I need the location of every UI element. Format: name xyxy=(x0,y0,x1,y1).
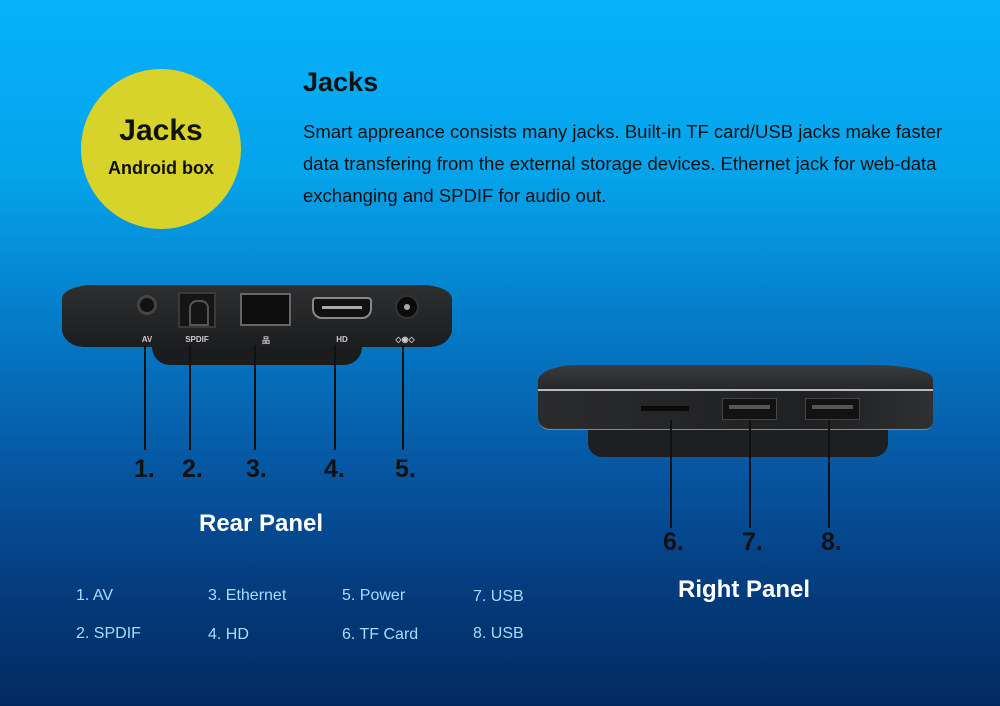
description: Smart appreance consists many jacks. Bui… xyxy=(303,121,943,206)
av-port-icon xyxy=(137,295,157,315)
callout-number-1: 1. xyxy=(134,455,155,483)
hdmi-port-icon xyxy=(312,297,372,319)
ethernet-port-icon xyxy=(240,293,291,326)
callout-number-8: 8. xyxy=(821,528,842,556)
legend-item: 3. Ethernet xyxy=(208,587,287,604)
badge-title: Jacks xyxy=(119,113,203,147)
callout-line-2 xyxy=(189,345,191,450)
right-panel-device xyxy=(538,365,933,475)
legend-item: 5. Power xyxy=(342,587,406,604)
usb-port-icon xyxy=(805,398,860,420)
callout-line-3 xyxy=(254,345,256,450)
legend-item: 1. AV xyxy=(76,587,114,604)
callout-number-7: 7. xyxy=(742,528,763,556)
badge-subtitle: Android box xyxy=(108,157,214,178)
legend-item: 2. SPDIF xyxy=(76,625,141,642)
callout-number-6: 6. xyxy=(663,528,684,556)
rear-panel-device: AV SPDIF 品 HD ◇◉◇ xyxy=(62,285,452,367)
rear-panel-title: Rear Panel xyxy=(199,510,324,537)
callout-line-5 xyxy=(402,345,404,450)
legend-item: 7. USB xyxy=(473,588,524,605)
callout-line-7 xyxy=(749,420,751,528)
callout-number-3: 3. xyxy=(246,455,267,483)
power-symbol-icon: ◇◉◇ xyxy=(395,335,415,344)
device-foot xyxy=(152,345,362,365)
network-icon: 品 xyxy=(262,336,270,345)
power-port-icon xyxy=(395,295,419,319)
callout-line-8 xyxy=(828,420,830,528)
callout-number-2: 2. xyxy=(182,455,203,483)
device-top xyxy=(538,365,933,391)
legend-item: 4. HD xyxy=(208,626,249,643)
spdif-port-icon xyxy=(178,292,216,328)
device-base xyxy=(588,429,888,457)
port-label-spdif: SPDIF xyxy=(185,335,209,344)
legend-item: 6. TF Card xyxy=(342,626,419,643)
port-label-av: AV xyxy=(141,335,153,344)
jacks-badge: Jacks Android box xyxy=(81,69,241,229)
device-body: AV SPDIF 品 HD ◇◉◇ xyxy=(62,285,452,347)
usb-port-icon xyxy=(722,398,777,420)
page-title: Jacks xyxy=(303,67,379,97)
callout-line-4 xyxy=(334,345,336,450)
port-label-hd: HD xyxy=(336,335,348,344)
right-panel-title: Right Panel xyxy=(678,576,811,603)
callout-number-5: 5. xyxy=(395,455,416,483)
callout-line-6 xyxy=(670,420,672,528)
tf-card-slot-icon xyxy=(641,406,689,411)
legend-item: 8. USB xyxy=(473,625,524,642)
callout-line-1 xyxy=(144,345,146,450)
callout-number-4: 4. xyxy=(324,455,345,483)
